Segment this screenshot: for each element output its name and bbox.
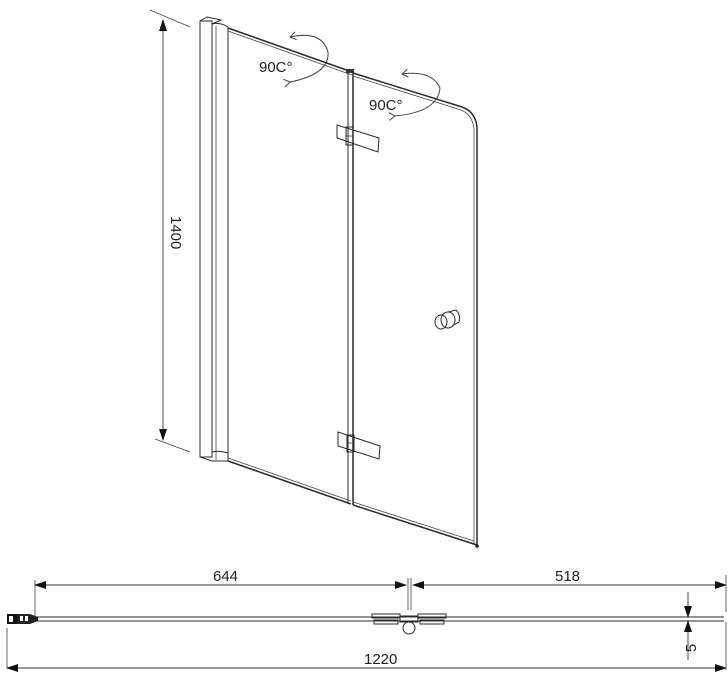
hinge-plan <box>371 613 447 635</box>
height-dimension: 1400 <box>149 9 191 453</box>
extension-line-bottom <box>154 438 191 453</box>
thickness-dimension: 5 <box>683 592 700 660</box>
left-panel-width-label: 644 <box>213 568 238 585</box>
rotation-label-right: 90C° <box>369 97 403 114</box>
rotation-indicator-right: 90C° <box>369 68 441 121</box>
glass-plan <box>36 616 724 622</box>
total-width-label: 1220 <box>364 651 397 668</box>
rotation-label-left: 90C° <box>259 59 293 76</box>
wall-profile <box>199 16 229 462</box>
wall-profile-plan <box>7 614 38 624</box>
total-width-dimension: 1220 <box>6 651 727 672</box>
rotation-arrow-icon <box>388 68 441 121</box>
left-glass-panel <box>227 27 353 505</box>
extension-line-top <box>149 9 191 28</box>
right-panel-width-label: 518 <box>555 568 580 585</box>
plan-view: 644 518 <box>6 568 727 672</box>
right-panel-dimension: 518 <box>412 568 727 589</box>
hinge-top <box>336 124 380 153</box>
left-panel-dimension: 644 <box>34 568 407 589</box>
rotation-indicator-left: 90C° <box>259 31 329 88</box>
elevation-view: 1400 <box>149 9 479 548</box>
thickness-label: 5 <box>683 644 700 652</box>
height-label: 1400 <box>167 216 184 249</box>
rotation-arrow-icon <box>283 31 329 88</box>
door-knob <box>434 309 461 330</box>
hinge-bottom <box>337 431 381 460</box>
right-glass-panel <box>352 72 479 548</box>
